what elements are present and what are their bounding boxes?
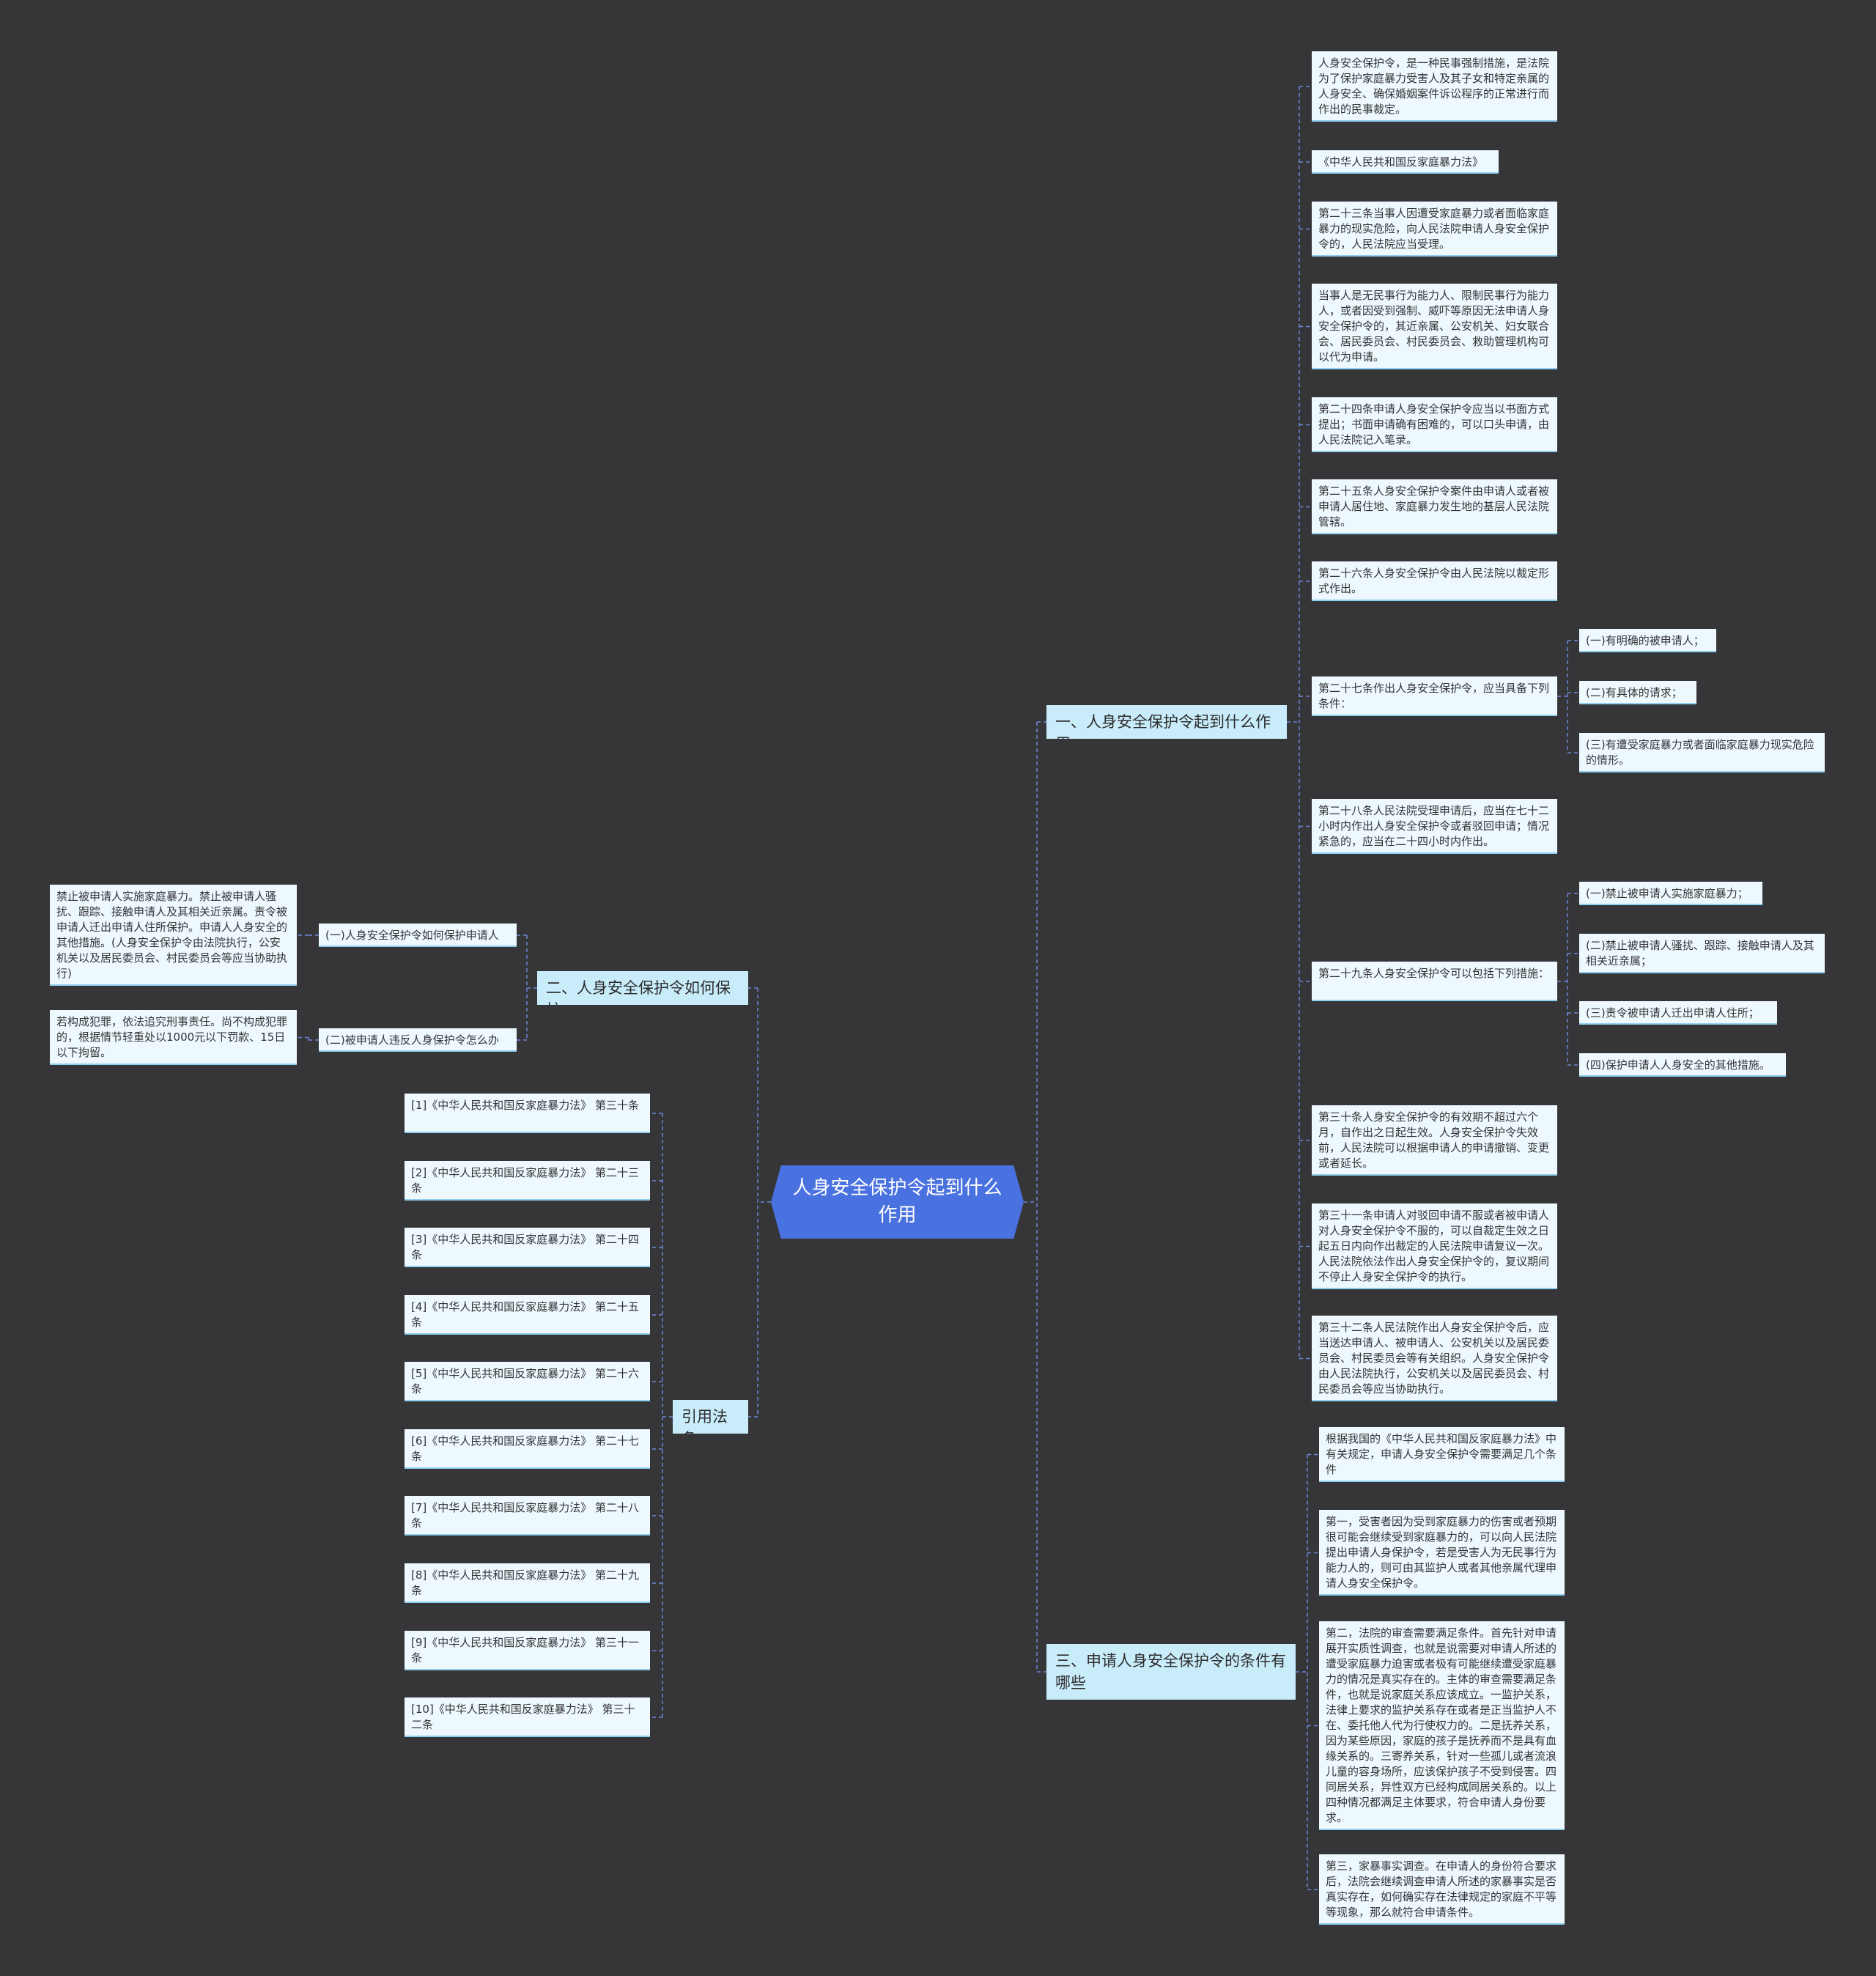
- reference-item-6[interactable]: [6]《中华人民共和国反家庭暴力法》 第二十七条: [405, 1429, 650, 1469]
- condition-3-node[interactable]: 第三，家暴事实调查。在申请人的身份符合要求后，法院会继续调查申请人所述的家暴事实…: [1319, 1854, 1565, 1925]
- branch-3-title[interactable]: 三、申请人身安全保护令的条件有哪些: [1046, 1644, 1296, 1700]
- article-30-node[interactable]: 第三十条人身安全保护令的有效期不超过六个月，自作出之日起生效。人身安全保护令失效…: [1312, 1105, 1557, 1176]
- article-29-node[interactable]: 第二十九条人身安全保护令可以包括下列措施：: [1312, 962, 1557, 1001]
- branch-2-sub-2-detail[interactable]: 若构成犯罪，依法追究刑事责任。尚不构成犯罪的，根据情节轻重处以1000元以下罚款…: [50, 1010, 297, 1065]
- article-29-item-3[interactable]: (三)责令被申请人迁出申请人住所；: [1579, 1001, 1777, 1025]
- branch-2-sub-1-detail[interactable]: 禁止被申请人实施家庭暴力。禁止被申请人骚扰、跟踪、接触申请人及其相关近亲属。责令…: [50, 885, 297, 986]
- reference-item-4[interactable]: [4]《中华人民共和国反家庭暴力法》 第二十五条: [405, 1295, 650, 1335]
- references-title[interactable]: 引用法条: [673, 1400, 748, 1434]
- article-27-item-2[interactable]: (二)有具体的请求；: [1579, 681, 1696, 704]
- article-23-node[interactable]: 第二十三条当事人因遭受家庭暴力或者面临家庭暴力的现实危险，向人民法院申请人身安全…: [1312, 202, 1557, 257]
- branch-2-sub-2[interactable]: (二)被申请人违反人身保护令怎么办: [319, 1028, 517, 1052]
- condition-intro-node[interactable]: 根据我国的《中华人民共和国反家庭暴力法》中有关规定，申请人身安全保护令需要满足几…: [1319, 1427, 1565, 1482]
- article-29-item-1[interactable]: (一)禁止被申请人实施家庭暴力；: [1579, 882, 1762, 905]
- article-27-node[interactable]: 第二十七条作出人身安全保护令，应当具备下列条件：: [1312, 677, 1557, 716]
- reference-item-2[interactable]: [2]《中华人民共和国反家庭暴力法》 第二十三条: [405, 1161, 650, 1201]
- root-topic[interactable]: 人身安全保护令起到什么作用: [771, 1165, 1024, 1239]
- reference-item-8[interactable]: [8]《中华人民共和国反家庭暴力法》 第二十九条: [405, 1563, 650, 1603]
- article-24-node[interactable]: 第二十四条申请人身安全保护令应当以书面方式提出；书面申请确有困难的，可以口头申请…: [1312, 397, 1557, 452]
- reference-item-7[interactable]: [7]《中华人民共和国反家庭暴力法》 第二十八条: [405, 1496, 650, 1536]
- article-31-node[interactable]: 第三十一条申请人对驳回申请不服或者被申请人对人身安全保护令不服的，可以自裁定生效…: [1312, 1203, 1557, 1289]
- article-26-node[interactable]: 第二十六条人身安全保护令由人民法院以裁定形式作出。: [1312, 561, 1557, 601]
- condition-2-node[interactable]: 第二，法院的审查需要满足条件。首先针对申请展开实质性调查，也就是说需要对申请人所…: [1319, 1621, 1565, 1830]
- reference-item-9[interactable]: [9]《中华人民共和国反家庭暴力法》 第三十一条: [405, 1631, 650, 1670]
- article-25-node[interactable]: 第二十五条人身安全保护令案件由申请人或者被申请人居住地、家庭暴力发生地的基层人民…: [1312, 479, 1557, 534]
- reference-item-3[interactable]: [3]《中华人民共和国反家庭暴力法》 第二十四条: [405, 1228, 650, 1267]
- article-28-node[interactable]: 第二十八条人民法院受理申请后，应当在七十二小时内作出人身安全保护令或者驳回申请；…: [1312, 799, 1557, 854]
- reference-item-10[interactable]: [10]《中华人民共和国反家庭暴力法》 第三十二条: [405, 1697, 650, 1737]
- article-32-node[interactable]: 第三十二条人民法院作出人身安全保护令后，应当送达申请人、被申请人、公安机关以及居…: [1312, 1316, 1557, 1401]
- article-29-item-4[interactable]: (四)保护申请人人身安全的其他措施。: [1579, 1053, 1786, 1077]
- article-27-item-1[interactable]: (一)有明确的被申请人；: [1579, 629, 1716, 652]
- article-29-item-2[interactable]: (二)禁止被申请人骚扰、跟踪、接触申请人及其相关近亲属；: [1579, 934, 1825, 973]
- article-23b-node[interactable]: 当事人是无民事行为能力人、限制民事行为能力人，或者因受到强制、威吓等原因无法申请…: [1312, 284, 1557, 369]
- branch-2-sub-1[interactable]: (一)人身安全保护令如何保护申请人: [319, 924, 517, 947]
- reference-item-1[interactable]: [1]《中华人民共和国反家庭暴力法》 第三十条: [405, 1094, 650, 1133]
- law-title-node[interactable]: 《中华人民共和国反家庭暴力法》: [1312, 150, 1499, 174]
- article-27-item-3[interactable]: (三)有遭受家庭暴力或者面临家庭暴力现实危险的情形。: [1579, 733, 1825, 773]
- branch-1-title[interactable]: 一、人身安全保护令起到什么作用: [1046, 705, 1287, 739]
- branch-2-title[interactable]: 二、人身安全保护令如何保护: [537, 971, 748, 1005]
- intro-node[interactable]: 人身安全保护令，是一种民事强制措施，是法院为了保护家庭暴力受害人及其子女和特定亲…: [1312, 51, 1557, 122]
- condition-1-node[interactable]: 第一，受害者因为受到家庭暴力的伤害或者预期很可能会继续受到家庭暴力的，可以向人民…: [1319, 1510, 1565, 1596]
- reference-item-5[interactable]: [5]《中华人民共和国反家庭暴力法》 第二十六条: [405, 1362, 650, 1401]
